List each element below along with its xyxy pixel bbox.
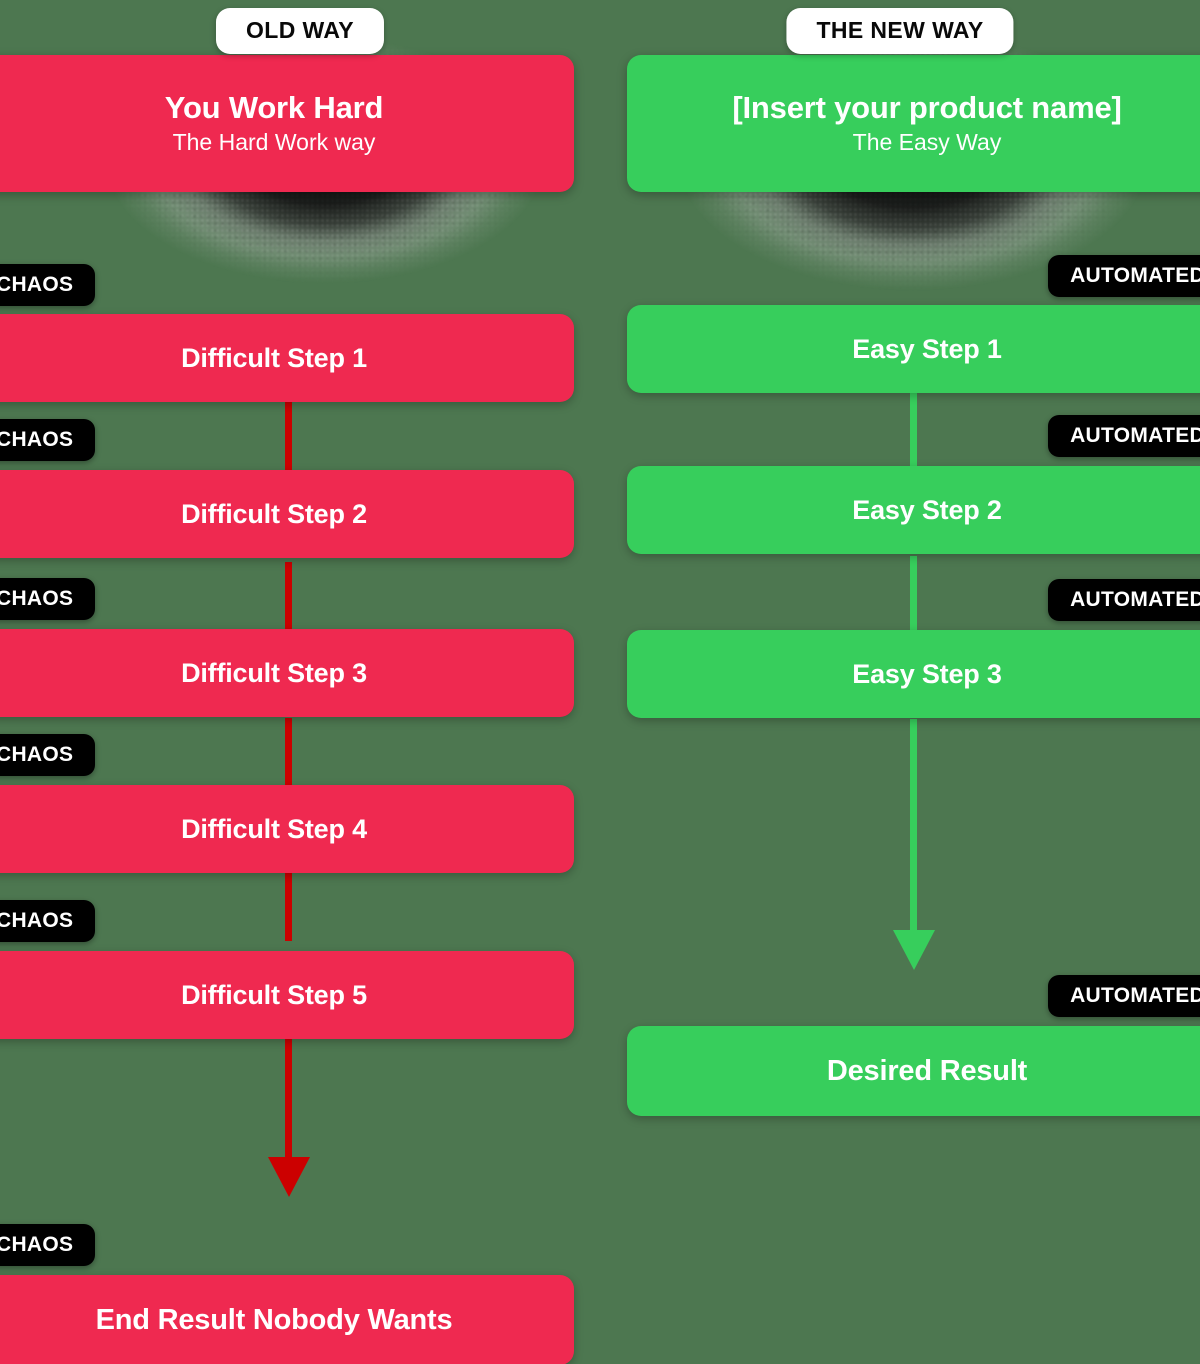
badge-automated: AUTOMATED	[1048, 975, 1200, 1017]
connector-line	[285, 718, 292, 786]
badge-automated-label: AUTOMATED	[1070, 984, 1200, 1007]
connector-line	[910, 719, 917, 937]
badge-chaos: CHAOS	[0, 264, 96, 306]
column-new-way: THE NEW WAY [Insert your product name] T…	[600, 0, 1200, 1364]
badge-automated: AUTOMATED	[1048, 255, 1200, 297]
connector-line	[285, 873, 292, 941]
node-label: Easy Step 1	[852, 333, 1002, 364]
node-difficult-step-4[interactable]: Difficult Step 4	[0, 785, 574, 873]
connector-line	[285, 402, 292, 470]
header-old-subtitle: The Hard Work way	[172, 128, 376, 155]
badge-automated-label: AUTOMATED	[1070, 424, 1200, 447]
node-difficult-step-1[interactable]: Difficult Step 1	[0, 314, 574, 402]
badge-chaos-label: CHAOS	[0, 743, 74, 766]
node-label: Difficult Step 4	[181, 813, 367, 844]
flow-arrow-icon	[893, 930, 935, 970]
badge-chaos-label: CHAOS	[0, 428, 74, 451]
node-difficult-step-3[interactable]: Difficult Step 3	[0, 629, 574, 717]
tab-new-way[interactable]: THE NEW WAY	[786, 8, 1014, 54]
node-easy-step-3[interactable]: Easy Step 3	[627, 630, 1200, 718]
badge-chaos-label: CHAOS	[0, 1233, 74, 1256]
node-easy-step-2[interactable]: Easy Step 2	[627, 466, 1200, 554]
badge-chaos: CHAOS	[0, 419, 96, 461]
connector-line	[285, 1039, 292, 1164]
header-new-title: [Insert your product name]	[732, 90, 1122, 126]
tab-new-way-label: THE NEW WAY	[816, 17, 984, 43]
node-label: Easy Step 3	[852, 658, 1002, 689]
node-label: End Result Nobody Wants	[95, 1303, 453, 1336]
badge-chaos: CHAOS	[0, 734, 96, 776]
node-difficult-step-2[interactable]: Difficult Step 2	[0, 470, 574, 558]
column-old-way: OLD WAY You Work Hard The Hard Work way …	[0, 8, 574, 1364]
node-label: Difficult Step 5	[181, 979, 367, 1010]
node-difficult-step-5[interactable]: Difficult Step 5	[0, 951, 574, 1039]
connector-line	[285, 562, 292, 630]
header-new-subtitle: The Easy Way	[852, 128, 1002, 155]
badge-automated-label: AUTOMATED	[1070, 264, 1200, 287]
tab-old-way-label: OLD WAY	[245, 17, 355, 43]
header-old-title: You Work Hard	[164, 90, 384, 126]
badge-chaos-label: CHAOS	[0, 273, 74, 296]
node-label: Desired Result	[826, 1054, 1028, 1087]
badge-automated: AUTOMATED	[1048, 579, 1200, 621]
node-label: Difficult Step 2	[181, 498, 367, 529]
node-end-result[interactable]: End Result Nobody Wants	[0, 1275, 574, 1364]
tab-old-way[interactable]: OLD WAY	[215, 8, 385, 54]
node-label: Easy Step 2	[852, 494, 1002, 525]
badge-chaos: CHAOS	[0, 1224, 96, 1266]
node-label: Difficult Step 1	[181, 342, 367, 373]
node-desired-result[interactable]: Desired Result	[627, 1026, 1200, 1116]
connector-line	[910, 556, 917, 634]
header-card-old-way[interactable]: You Work Hard The Hard Work way	[0, 55, 574, 192]
header-card-new-way[interactable]: [Insert your product name] The Easy Way	[627, 55, 1200, 192]
connector-line	[910, 392, 917, 470]
node-easy-step-1[interactable]: Easy Step 1	[627, 305, 1200, 393]
badge-chaos-label: CHAOS	[0, 909, 74, 932]
badge-automated: AUTOMATED	[1048, 415, 1200, 457]
flow-arrow-icon	[268, 1157, 310, 1197]
badge-automated-label: AUTOMATED	[1070, 588, 1200, 611]
badge-chaos-label: CHAOS	[0, 587, 74, 610]
badge-chaos: CHAOS	[0, 900, 96, 942]
node-label: Difficult Step 3	[181, 657, 367, 688]
badge-chaos: CHAOS	[0, 578, 96, 620]
